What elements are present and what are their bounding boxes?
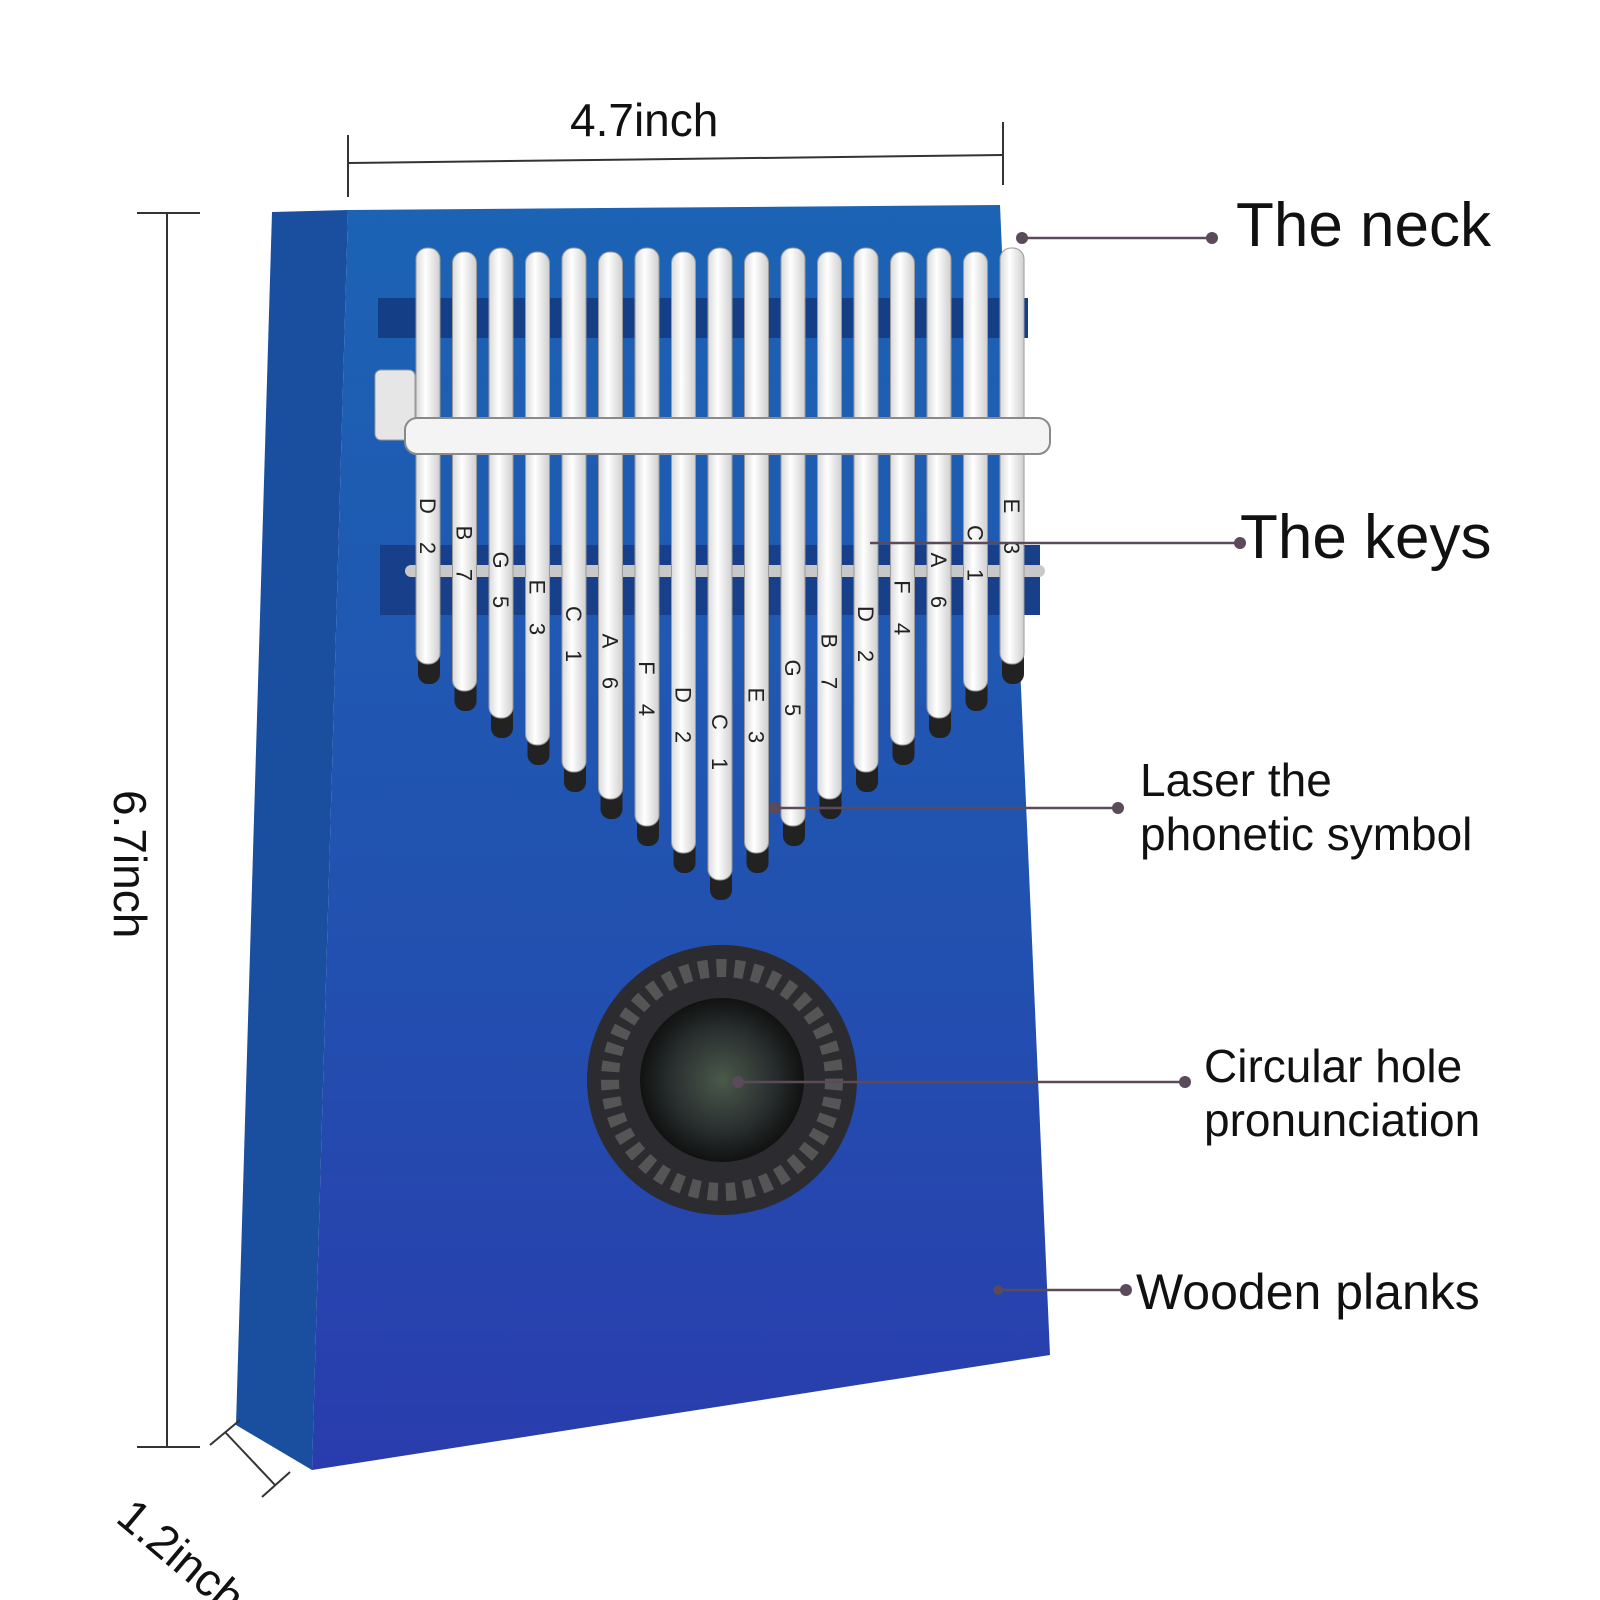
key-6[interactable]: A6 — [598, 251, 623, 819]
key-note-letter: F — [634, 661, 659, 674]
key-tine — [780, 247, 806, 827]
callout-neck: The neck — [1236, 191, 1492, 260]
key-note-number: 5 — [488, 596, 513, 608]
key-note-letter: D — [671, 687, 696, 703]
key-13[interactable]: D2 — [853, 247, 879, 792]
key-note-number: 6 — [598, 677, 623, 689]
bridge-saddle — [374, 369, 416, 441]
key-note-letter: G — [488, 551, 513, 568]
key-17[interactable]: E3 — [999, 247, 1025, 684]
key-note-letter: E — [525, 580, 550, 595]
key-tine — [963, 251, 988, 692]
key-note-letter: B — [817, 634, 842, 649]
dimension-lines — [137, 122, 1004, 1498]
key-tine — [561, 247, 587, 773]
key-note-number: 2 — [853, 650, 878, 662]
key-note-letter: E — [999, 499, 1024, 514]
key-5[interactable]: C1 — [561, 247, 587, 792]
callout-hole-line2: pronunciation — [1204, 1094, 1481, 1146]
key-tine — [415, 247, 441, 665]
key-tine — [999, 247, 1025, 665]
key-note-number: 7 — [817, 677, 842, 689]
key-16[interactable]: C1 — [963, 251, 988, 711]
key-7[interactable]: F4 — [634, 247, 660, 846]
key-tine — [488, 247, 514, 719]
key-note-letter: C — [963, 525, 988, 541]
callout-planks: Wooden planks — [1136, 1264, 1480, 1320]
key-2[interactable]: B7 — [452, 251, 477, 711]
key-note-number: 5 — [780, 704, 805, 716]
key-note-number: 1 — [707, 758, 732, 770]
key-9[interactable]: C1 — [707, 247, 733, 900]
key-note-number: 4 — [634, 704, 659, 716]
key-note-letter: D — [853, 606, 878, 622]
key-tine — [744, 251, 769, 854]
key-tine — [853, 247, 879, 773]
bridge-bar — [404, 417, 1051, 455]
key-note-letter: E — [744, 688, 769, 703]
key-12[interactable]: B7 — [817, 251, 842, 819]
key-14[interactable]: F4 — [890, 251, 915, 765]
key-tine — [452, 251, 477, 692]
callout-laser-line1: Laser the — [1140, 754, 1332, 806]
key-tine — [671, 251, 696, 854]
key-15[interactable]: A6 — [926, 247, 952, 738]
key-note-number: 3 — [525, 623, 550, 635]
key-note-number: 3 — [999, 542, 1024, 554]
key-tine — [890, 251, 915, 746]
key-note-letter: C — [561, 606, 586, 622]
key-note-number: 2 — [415, 542, 440, 554]
key-note-letter: F — [890, 580, 915, 593]
key-tine — [707, 247, 733, 881]
neck-bar — [378, 298, 1028, 338]
key-note-number: 2 — [671, 731, 696, 743]
key-note-number: 1 — [963, 569, 988, 581]
key-note-letter: C — [707, 714, 732, 730]
key-note-number: 6 — [926, 596, 951, 608]
key-note-letter: B — [452, 526, 477, 541]
key-1[interactable]: D2 — [415, 247, 441, 684]
callout-lines — [738, 236, 1240, 1292]
key-3[interactable]: G5 — [488, 247, 514, 738]
callout-hole-line1: Circular hole — [1204, 1040, 1463, 1092]
rosette-pattern — [601, 959, 843, 1201]
key-note-number: 3 — [744, 731, 769, 743]
key-10[interactable]: E3 — [744, 251, 769, 873]
callout-dots — [732, 232, 1246, 1296]
key-tine — [634, 247, 660, 827]
key-note-letter: A — [926, 553, 951, 568]
kalimba-side-panel — [236, 210, 348, 1470]
key-tine — [598, 251, 623, 800]
key-note-number: 1 — [561, 650, 586, 662]
key-4[interactable]: E3 — [525, 251, 550, 765]
key-tine — [525, 251, 550, 746]
sound-hole — [640, 998, 804, 1162]
key-tine — [926, 247, 952, 719]
key-note-number: 7 — [452, 569, 477, 581]
key-note-letter: A — [598, 634, 623, 649]
key-8[interactable]: D2 — [671, 251, 696, 873]
key-note-letter: D — [415, 498, 440, 514]
width-dimension: 4.7inch — [570, 94, 719, 146]
callout-keys: The keys — [1240, 503, 1492, 572]
key-note-letter: G — [780, 659, 805, 676]
key-tine — [817, 251, 842, 800]
height-dimension: 6.7inch — [104, 789, 157, 939]
key-note-number: 4 — [890, 623, 915, 635]
key-11[interactable]: G5 — [780, 247, 806, 846]
callout-laser-line2: phonetic symbol — [1140, 808, 1473, 860]
